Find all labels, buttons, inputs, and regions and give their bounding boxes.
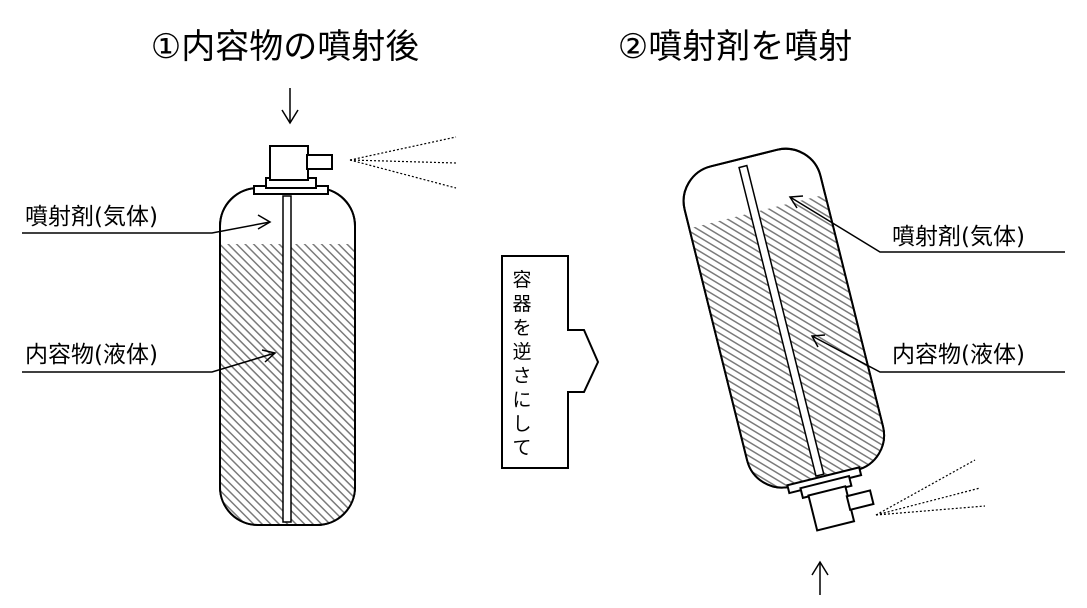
svg-text:容: 容 xyxy=(512,269,531,291)
right-propellant-label: 噴射剤(気体) xyxy=(892,224,1025,250)
right-spray xyxy=(875,459,986,516)
left-spray xyxy=(349,136,457,189)
svg-text:を: を xyxy=(512,317,531,339)
invert-arrow: 容 器 を 逆 さ に し て xyxy=(501,255,600,469)
svg-text:逆: 逆 xyxy=(512,341,531,363)
svg-text:さ: さ xyxy=(512,365,531,387)
svg-text:に: に xyxy=(512,389,531,411)
svg-text:て: て xyxy=(512,437,531,459)
left-dip-tube xyxy=(282,195,292,523)
left-propellant-leader xyxy=(22,214,272,234)
right-can xyxy=(679,147,892,532)
right-contents-leader xyxy=(810,334,1065,373)
left-contents-leader xyxy=(22,349,277,373)
left-contents-label: 内容物(液体) xyxy=(25,342,158,368)
left-propellant-label: 噴射剤(気体) xyxy=(25,204,158,230)
invert-arrow-text: 容 器 を 逆 さ に し て xyxy=(512,269,531,459)
left-actuator xyxy=(269,145,309,181)
right-nozzle xyxy=(845,489,875,512)
left-title: ①内容物の噴射後 xyxy=(151,27,419,67)
right-contents-label: 内容物(液体) xyxy=(892,342,1025,368)
right-propellant-leader xyxy=(788,195,1065,253)
right-dip-tube xyxy=(738,164,825,477)
right-push-arrow xyxy=(811,560,829,595)
svg-text:し: し xyxy=(512,413,531,435)
left-can xyxy=(219,88,457,526)
left-push-arrow xyxy=(281,88,299,125)
svg-text:器: 器 xyxy=(512,293,531,315)
left-nozzle xyxy=(306,154,333,170)
right-title: ②噴射剤を噴射 xyxy=(618,27,852,67)
right-actuator xyxy=(807,485,856,532)
